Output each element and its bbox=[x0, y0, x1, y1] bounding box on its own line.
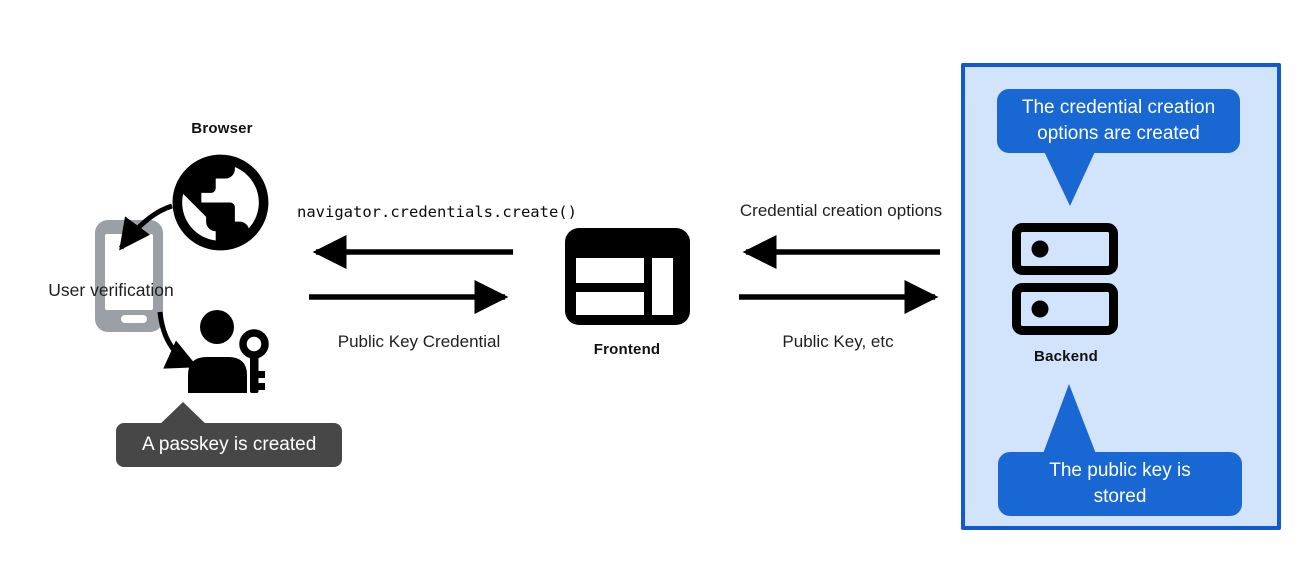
credential-creation-options-label: Credential creation options bbox=[739, 201, 943, 220]
public-key-credential-label: Public Key Credential bbox=[337, 332, 501, 351]
browser-label: Browser bbox=[191, 120, 253, 137]
credential-options-callout-text: The credential creation options are crea… bbox=[1021, 97, 1216, 144]
public-key-stored-callout: The public key is stored bbox=[998, 452, 1242, 516]
person-with-key-icon bbox=[188, 310, 269, 393]
navigator-create-label: navigator.credentials.create() bbox=[297, 203, 577, 221]
public-key-etc-label: Public Key, etc bbox=[782, 332, 894, 351]
browser-window-icon bbox=[565, 228, 690, 325]
passkey-callout: A passkey is created bbox=[116, 423, 343, 467]
globe-browser-icon bbox=[172, 154, 269, 251]
smartphone-icon bbox=[95, 220, 163, 332]
frontend-label: Frontend bbox=[593, 341, 661, 358]
backend-label: Backend bbox=[1034, 348, 1098, 365]
server-stack-icon bbox=[1012, 223, 1118, 335]
user-verification-label: User verification bbox=[48, 280, 174, 300]
public-key-stored-callout-text: The public key is stored bbox=[1049, 460, 1191, 507]
credential-options-callout: The credential creation options are crea… bbox=[997, 89, 1240, 153]
